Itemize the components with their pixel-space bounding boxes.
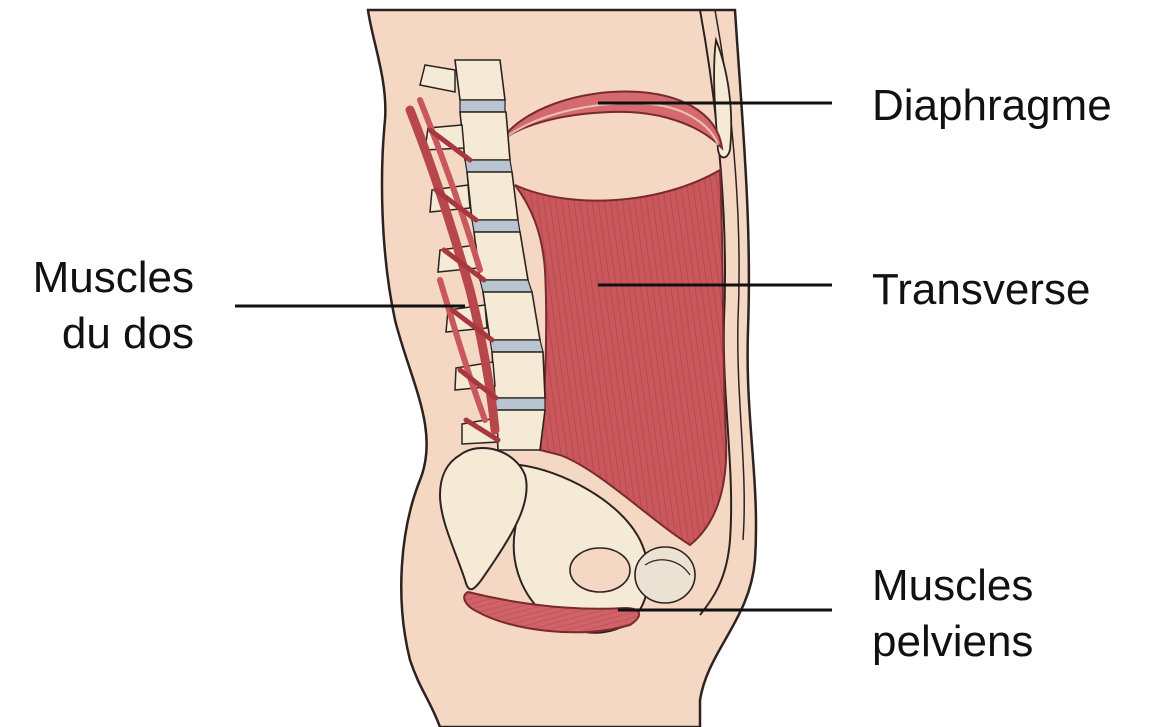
- label-transverse: Transverse: [872, 262, 1090, 318]
- label-pelvic-muscles-line-1: Muscles: [872, 558, 1033, 614]
- label-back-muscles-line-2: du dos: [33, 306, 194, 362]
- obturator-foramen: [570, 548, 630, 592]
- pubic-symphysis: [635, 547, 695, 603]
- label-diaphragm: Diaphragme: [872, 78, 1112, 134]
- label-back-muscles-line-1: Muscles: [33, 250, 194, 306]
- label-pelvic-muscles: Muscles pelviens: [872, 558, 1033, 671]
- label-pelvic-muscles-line-2: pelviens: [872, 614, 1033, 670]
- label-back-muscles: Muscles du dos: [33, 250, 194, 363]
